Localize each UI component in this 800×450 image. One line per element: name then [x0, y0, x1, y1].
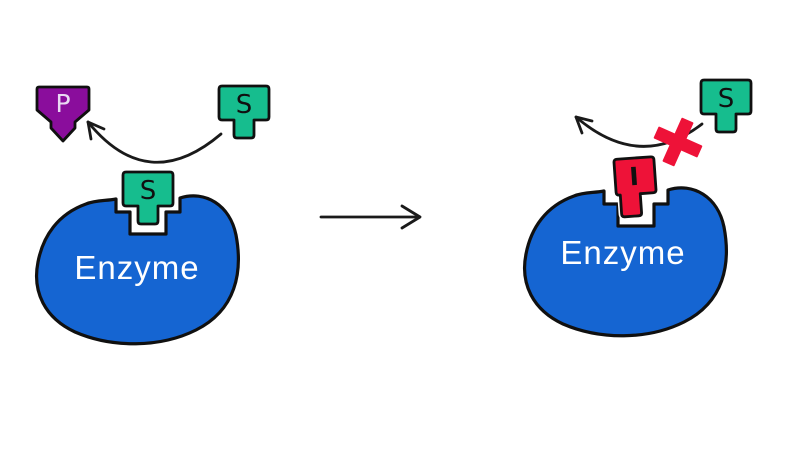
product-label: P: [55, 89, 70, 118]
left-panel: Enzyme S S P: [34, 84, 271, 346]
transition-arrowhead-icon: [400, 204, 422, 230]
free-substrate-label: S: [718, 84, 735, 114]
product-tag: P: [35, 85, 91, 143]
catalysis-arrow: [86, 120, 223, 164]
cross-bar-vertical: [662, 117, 694, 167]
inhibitor-tag: I: [614, 157, 658, 218]
inhibitor-label: I: [628, 162, 639, 192]
enzyme-label: Enzyme: [560, 234, 685, 271]
transition-arrow: [319, 204, 422, 230]
catalysis-arrowhead-icon: [86, 120, 106, 141]
free-substrate-label: S: [236, 90, 253, 120]
enzyme-label: Enzyme: [74, 249, 199, 286]
free-substrate-tag: S: [217, 84, 271, 140]
free-substrate-tag: S: [699, 78, 753, 134]
blocked-cross-icon: [653, 117, 703, 167]
bound-substrate-tag: S: [123, 172, 173, 224]
bound-substrate-label: S: [140, 176, 157, 206]
blocked-reaction-arrowhead-icon: [574, 115, 594, 135]
right-panel: Enzyme I S: [522, 78, 753, 338]
